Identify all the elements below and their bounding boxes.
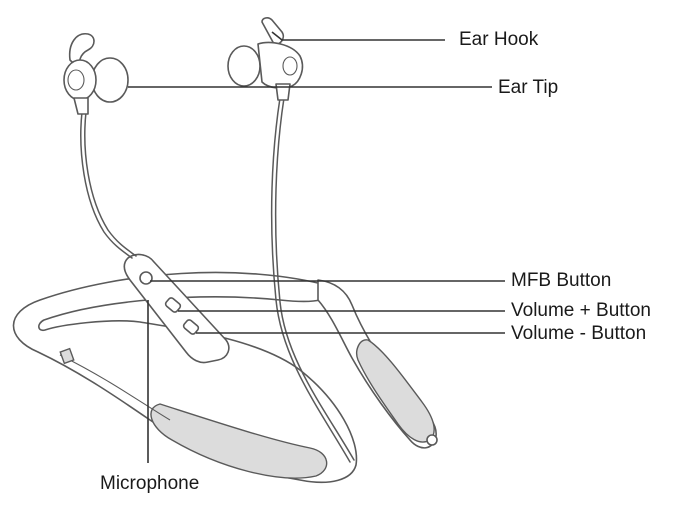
right-ear-tip bbox=[227, 45, 261, 87]
volume-plus-button-label: Volume + Button bbox=[511, 300, 651, 321]
neckband-inner-edge bbox=[59, 354, 171, 421]
left-battery-pod bbox=[150, 403, 328, 479]
left-ear-tip bbox=[91, 57, 129, 103]
neckband-body bbox=[12, 271, 358, 484]
left-earbud-stem bbox=[73, 97, 89, 115]
neckband-marker bbox=[59, 347, 75, 365]
left-earbud-housing-inner bbox=[67, 69, 85, 91]
left-earbud-cable-b bbox=[84, 111, 137, 257]
right-battery-pod bbox=[356, 339, 435, 443]
volume-plus-button-shape bbox=[164, 297, 182, 313]
right-ear-hook bbox=[261, 17, 285, 46]
ear-tip-label: Ear Tip bbox=[498, 77, 559, 98]
left-earbud-housing bbox=[63, 59, 97, 101]
volume-minus-button-shape bbox=[182, 319, 200, 335]
right-earbud-housing-inner bbox=[282, 56, 298, 76]
right-earbud-cable bbox=[270, 97, 351, 463]
volume-minus-button-label: Volume - Button bbox=[511, 323, 647, 344]
microphone-label: Microphone bbox=[100, 473, 200, 494]
ear-hook-leader bbox=[271, 31, 445, 41]
left-earbud-cable bbox=[80, 111, 133, 259]
charging-port bbox=[426, 434, 438, 446]
right-earbud-housing bbox=[257, 41, 304, 89]
mfb-button-shape bbox=[139, 271, 153, 285]
mfb-button-label: MFB Button bbox=[511, 270, 612, 291]
right-earbud-cable-b bbox=[274, 97, 355, 461]
right-earbud-stem bbox=[275, 83, 291, 101]
ear-hook-label: Ear Hook bbox=[459, 29, 539, 50]
